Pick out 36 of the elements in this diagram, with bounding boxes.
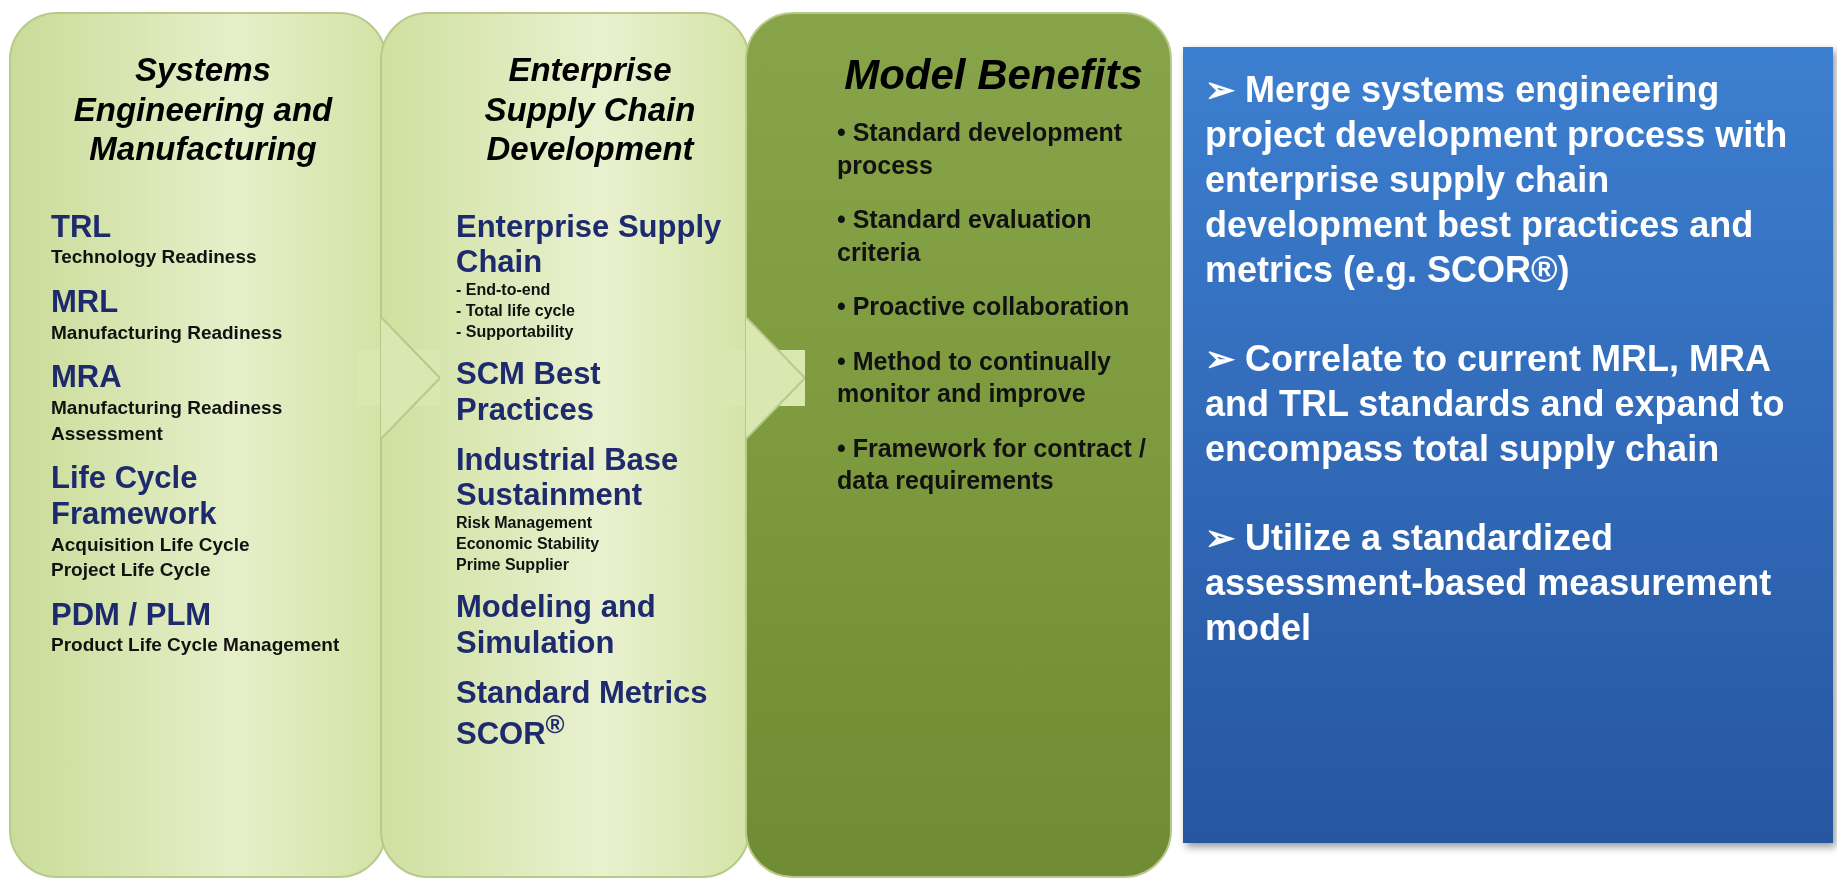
stage-panel	[380, 12, 750, 878]
panel-heading: Enterprise Supply Chain Development	[483, 50, 697, 169]
panel-heading: Model Benefits	[843, 50, 1144, 100]
item-description: Manufacturing Readiness	[51, 320, 284, 345]
summary-panel	[1183, 47, 1833, 843]
item-description: Acquisition Life Cycle	[51, 532, 251, 557]
item-title: Modeling and Simulation	[456, 589, 657, 661]
item-title: MRA	[51, 359, 123, 395]
item-title: TRL	[51, 208, 113, 245]
item-title: Industrial Base Sustainment	[456, 441, 680, 513]
item-description: Product Life Cycle Management	[51, 633, 341, 658]
item-title: SCM Best Practices	[456, 356, 602, 428]
bullet-text: ➢ Correlate to current MRL, MRA and TRL standards and expand to encompass total supply chain	[1205, 337, 1786, 471]
item-description: Risk Management	[456, 513, 594, 533]
bullet-text: • Standard development process	[837, 117, 1124, 181]
item-description: Economic Stability	[456, 533, 601, 554]
item-description: Project Life Cycle	[51, 558, 212, 583]
bullet-text: • Method to continually monitor and improve	[837, 345, 1112, 410]
bullet-text: ➢ Utilize a standardized assessment-based measurement model	[1205, 516, 1773, 650]
item-title: Life Cycle Framework	[51, 460, 218, 532]
bullet-text: • Standard evaluation criteria	[837, 204, 1093, 268]
bullet-text: • Proactive collaboration	[837, 291, 1131, 323]
item-description: - Supportability	[456, 321, 575, 342]
bullet-text: ➢ Merge systems engineering project development process with enterprise supply chain development best practices and metrics (e.g. SCOR®)	[1205, 68, 1789, 292]
panel-heading: Systems Engineering and Manufacturing	[72, 50, 334, 169]
item-description: - Total life cycle	[456, 300, 576, 321]
item-title: Enterprise Supply Chain	[456, 208, 723, 281]
item-title: Standard Metrics SCOR$^{®}$	[456, 674, 709, 753]
item-description: - End-to-end	[456, 280, 552, 301]
item-title: PDM / PLM	[51, 596, 213, 633]
item-description: Manufacturing Readiness Assessment	[51, 396, 284, 446]
stage-panel	[745, 12, 1172, 878]
item-description: Technology Readiness	[51, 245, 258, 270]
item-description: Prime Supplier	[456, 554, 570, 575]
bullet-text: • Framework for contract / data requirements	[837, 432, 1147, 497]
item-title: MRL	[51, 284, 120, 320]
